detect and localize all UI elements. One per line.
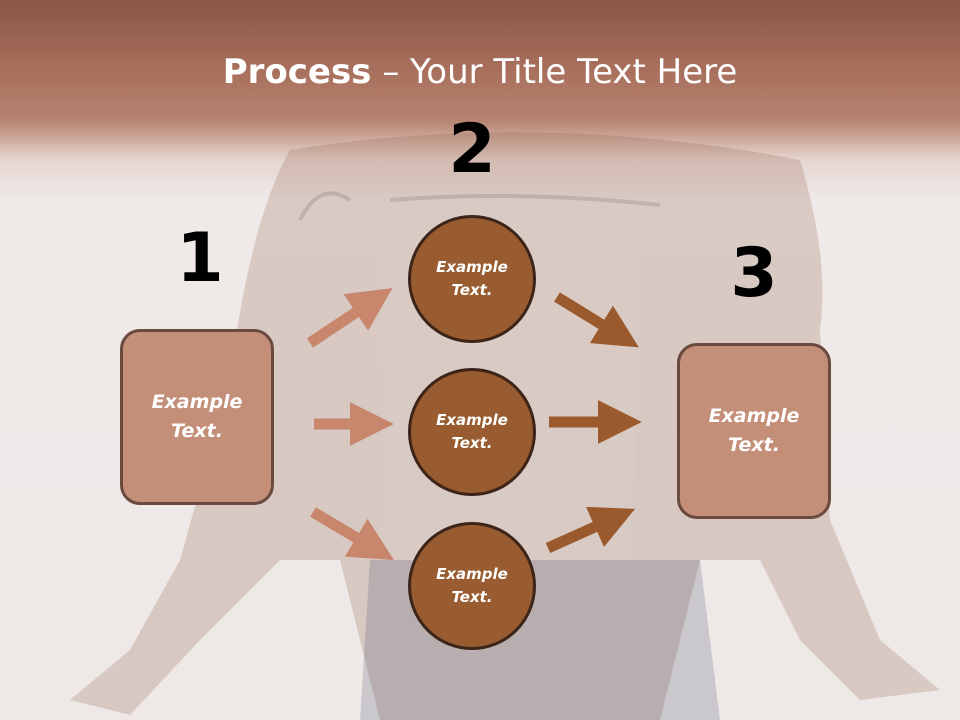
arrow-box1-to-circle-bottom <box>310 507 395 561</box>
arrow-circle-bottom-to-box3 <box>545 506 636 554</box>
step-1-label: Example Text. <box>151 391 243 442</box>
step-3-label: Example Text. <box>708 405 800 456</box>
step-number-3: 3 <box>730 234 778 313</box>
step-number-1: 1 <box>176 219 224 298</box>
title-bold: Process <box>222 52 372 92</box>
step-number-2: 2 <box>448 110 496 189</box>
step-2-circle-top: Example Text. <box>408 215 536 343</box>
step-2-circle-middle: Example Text. <box>408 368 536 496</box>
step-1-box: Example Text. <box>120 329 274 505</box>
title-rest: – Your Title Text Here <box>371 52 738 92</box>
circle-bottom-label: Example Text. <box>436 565 508 606</box>
circle-top-label: Example Text. <box>436 258 508 299</box>
arrow-box1-to-circle-top <box>306 288 393 348</box>
slide-title: Process – Your Title Text Here <box>0 52 960 92</box>
circle-middle-label: Example Text. <box>436 411 508 452</box>
step-3-box: Example Text. <box>677 343 831 519</box>
arrow-circle-top-to-box3 <box>554 292 639 348</box>
step-2-circle-bottom: Example Text. <box>408 522 536 650</box>
